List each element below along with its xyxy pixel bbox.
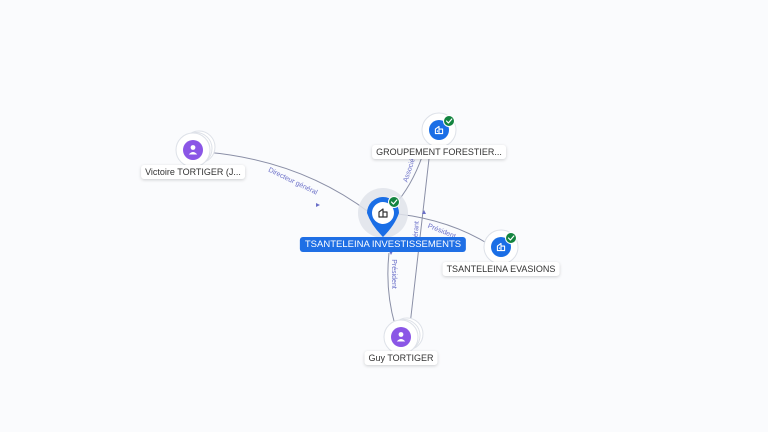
edge-arrow-marker: [316, 203, 320, 207]
node-guy[interactable]: [383, 317, 424, 355]
node-central[interactable]: [358, 188, 408, 238]
edge-arrow-marker: [422, 210, 426, 214]
verified-check-icon: [388, 196, 400, 208]
edge-line: [387, 252, 396, 326]
person-icon: [188, 145, 198, 155]
nodes-layer: [175, 112, 519, 355]
person-icon: [396, 332, 406, 342]
edge-victoire-central[interactable]: Directeur général: [204, 151, 371, 214]
node-victoire[interactable]: [175, 130, 216, 168]
verified-check-icon: [505, 232, 517, 244]
building-icon: [434, 125, 444, 135]
building-icon: [496, 242, 506, 252]
node-label-groupement[interactable]: GROUPEMENT FORESTIER...: [372, 145, 506, 159]
edge-label: Associé: [402, 158, 416, 184]
node-groupement[interactable]: [421, 112, 457, 148]
edge-label: Gérant: [412, 221, 420, 243]
building-icon: [378, 208, 388, 218]
edge-line: [204, 151, 371, 214]
edge-guy-central[interactable]: Président: [387, 252, 397, 326]
edge-label: Président: [390, 259, 397, 289]
node-label-guy[interactable]: Guy TORTIGER: [364, 351, 438, 365]
node-label-victoire[interactable]: Victoire TORTIGER (J...: [141, 165, 245, 179]
verified-check-icon: [443, 115, 455, 127]
edge-line: [397, 213, 491, 246]
node-label-central[interactable]: TSANTELEINA INVESTISSEMENTS: [299, 237, 467, 252]
node-label-evasions[interactable]: TSANTELEINA EVASIONS: [442, 262, 560, 276]
node-evasions[interactable]: [483, 229, 519, 265]
edge-arrow-marker: [389, 251, 393, 255]
